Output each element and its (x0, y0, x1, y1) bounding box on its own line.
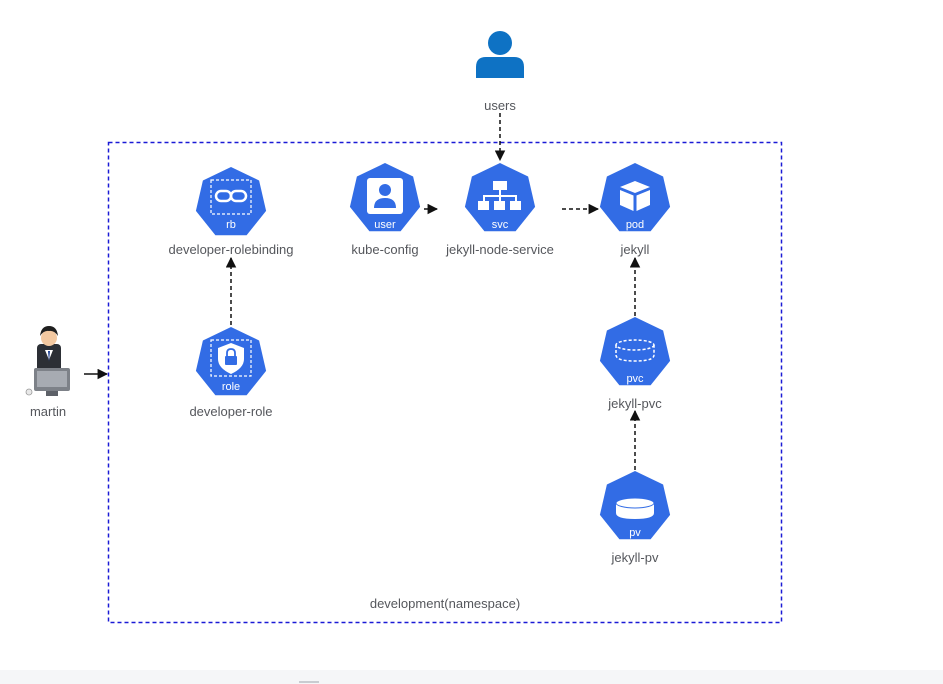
kubeconfig-node[interactable]: user kube-config (349, 163, 421, 257)
service-badge: svc (492, 219, 509, 231)
link-icon (210, 179, 252, 215)
kubeconfig-label: kube-config (351, 242, 418, 257)
pv-badge: pv (629, 527, 641, 539)
kubeconfig-badge: user (374, 219, 396, 231)
k8s-heptagon (599, 317, 671, 386)
pv-node[interactable]: pv jekyll-pv (599, 471, 671, 565)
pvc-badge: pvc (626, 373, 644, 385)
users-node[interactable]: users (476, 31, 524, 113)
role-label: developer-role (189, 404, 272, 419)
users-label: users (484, 98, 516, 113)
martin-node[interactable]: martin (25, 326, 70, 419)
bottom-toolbar-strip (0, 670, 943, 684)
dashed-disk-icon (615, 339, 655, 362)
namespace-label: development(namespace) (370, 596, 520, 611)
user-card-icon (367, 178, 403, 214)
pv-label: jekyll-pv (611, 550, 659, 565)
rolebinding-node[interactable]: rb developer-rolebinding (168, 167, 294, 257)
service-label: jekyll-node-service (445, 242, 554, 257)
k8s-heptagon (599, 163, 671, 232)
network-tree-icon (478, 181, 521, 210)
pod-badge: pod (626, 219, 644, 231)
cube-icon (620, 181, 650, 211)
resize-handle[interactable] (299, 681, 319, 683)
disk-icon (615, 497, 655, 519)
role-badge: role (222, 381, 240, 393)
role-node[interactable]: role developer-role (189, 327, 273, 419)
rolebinding-badge: rb (226, 219, 236, 231)
namespace-boundary (107, 141, 783, 624)
pod-node[interactable]: pod jekyll (599, 163, 671, 257)
service-node[interactable]: svc jekyll-node-service (445, 163, 554, 257)
lock-shield-icon (210, 339, 252, 377)
pvc-node[interactable]: pvc jekyll-pvc (599, 317, 671, 411)
k8s-heptagon (195, 167, 267, 236)
pod-label: jekyll (620, 242, 650, 257)
rolebinding-label: developer-rolebinding (168, 242, 293, 257)
pvc-label: jekyll-pvc (607, 396, 662, 411)
martin-label: martin (30, 404, 66, 419)
user-person-icon (476, 31, 524, 78)
developer-avatar-icon (25, 326, 70, 396)
